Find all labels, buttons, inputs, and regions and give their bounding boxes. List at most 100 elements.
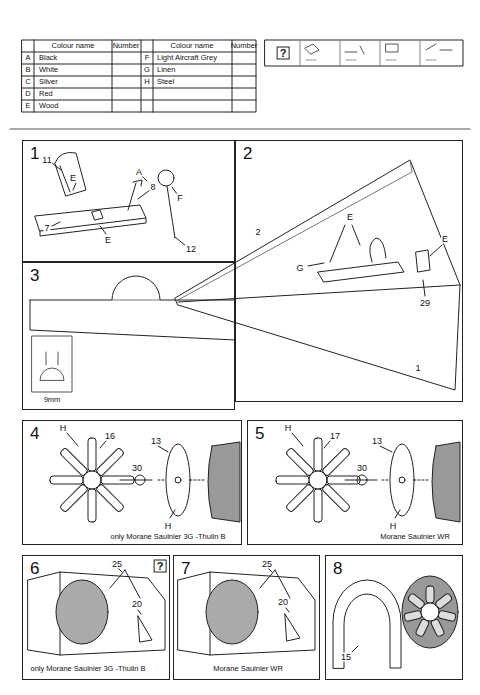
table-cell: A xyxy=(24,54,31,62)
fuselage-halves-stroke xyxy=(178,285,460,302)
step-panel: 3 xyxy=(22,262,235,410)
engine-cylinder xyxy=(314,489,322,522)
step-panel: 6 xyxy=(22,555,170,680)
callout-label: 25 xyxy=(111,560,123,569)
callout-label: 11 xyxy=(41,156,52,165)
fuselage-front-a-stroke xyxy=(138,616,152,642)
colour-table-stroke xyxy=(34,40,232,112)
table-cell: Steel xyxy=(156,78,175,86)
fuselage-side xyxy=(30,276,235,392)
table-header: Number xyxy=(112,42,141,50)
fuselage-halves-stroke xyxy=(416,250,430,272)
engine-cylinder xyxy=(59,484,88,513)
cockpit-parts-stroke xyxy=(35,205,146,231)
callout-label: 12 xyxy=(185,245,197,254)
callout-label: E xyxy=(441,235,449,244)
fuselage-front-b xyxy=(178,568,315,655)
callout-label: 30 xyxy=(356,464,368,473)
cockpit-parts-stroke xyxy=(158,170,174,186)
fuselage-front-b-stroke xyxy=(206,580,258,644)
engine-cylinder xyxy=(88,489,96,522)
callout-label: 8 xyxy=(149,183,156,192)
callout-label: A xyxy=(135,168,143,177)
fuselage-side-stroke xyxy=(30,276,235,340)
engine-assembly-b-stroke xyxy=(382,480,430,481)
callout-label: H xyxy=(59,424,68,433)
engine-cylinder xyxy=(285,447,314,476)
symbol-key-stroke xyxy=(306,60,436,61)
engine-assembly-b-stroke xyxy=(357,475,367,485)
fuselage-front-a-stroke xyxy=(110,570,140,598)
engine-assembly-a-stroke xyxy=(175,477,181,483)
cowling-assembly-stroke xyxy=(402,576,458,648)
table-cell: Red xyxy=(38,90,54,98)
step-panel: 1 xyxy=(22,140,235,262)
callout-label: H xyxy=(164,522,173,531)
table-cell: F xyxy=(144,54,151,62)
help-symbol: ? xyxy=(277,47,290,60)
table-cell: Linen xyxy=(156,66,176,74)
table-header: Colour name xyxy=(170,42,215,50)
fuselage-halves-stroke xyxy=(178,160,412,300)
fuselage-front-b-stroke xyxy=(178,572,315,655)
step-number: 2 xyxy=(236,141,252,162)
callout-label: 13 xyxy=(371,437,383,446)
radial-engine xyxy=(404,586,456,637)
fuselage-front-a xyxy=(28,568,165,655)
engine-assembly-a-stroke xyxy=(208,442,240,522)
callout-label: 17 xyxy=(329,432,341,441)
colour-table-stroke xyxy=(22,40,256,112)
engine-hub xyxy=(83,471,101,489)
engine-cylinder xyxy=(285,484,314,513)
engine-cylinder xyxy=(276,476,309,484)
step-number: 5 xyxy=(248,421,264,442)
table-cell: Light Aircraft Grey xyxy=(156,54,218,62)
engine-cylinder xyxy=(438,610,456,622)
fuselage-side-stroke xyxy=(40,352,64,380)
note-text: Morane Saulnier WR xyxy=(379,533,451,541)
callout-label: 2 xyxy=(254,228,261,237)
fuselage-halves-stroke xyxy=(308,225,442,296)
engine-assembly-b-stroke xyxy=(390,444,414,516)
table-cell: White xyxy=(38,66,59,74)
callout-label: 7 xyxy=(43,224,50,233)
engine-cylinder xyxy=(96,447,125,476)
step-number: 4 xyxy=(23,421,39,442)
table-cell: D xyxy=(24,90,31,98)
engine-cylinder xyxy=(322,484,351,513)
callout-label: 29 xyxy=(419,299,431,308)
cockpit-parts-stroke xyxy=(52,163,186,246)
cowling-assembly-stroke xyxy=(352,646,358,652)
cockpit-parts-stroke xyxy=(167,186,175,238)
table-cell: H xyxy=(143,78,150,86)
step-panel: 5 xyxy=(247,420,463,545)
page-divider xyxy=(10,129,470,130)
engine-assembly-a xyxy=(50,433,240,522)
callout-label: 13 xyxy=(150,437,162,446)
step-panel: 7 xyxy=(173,555,320,680)
step-number: 8 xyxy=(326,556,342,577)
callout-label: 20 xyxy=(277,598,289,607)
fuselage-side-stroke xyxy=(32,336,72,392)
table-cell: G xyxy=(143,66,151,74)
table-cell: Silver xyxy=(38,78,59,86)
fuselage-front-a-stroke xyxy=(56,580,108,644)
step-number: 1 xyxy=(23,141,39,162)
step-number: 7 xyxy=(174,556,190,577)
help-symbol: ? xyxy=(154,560,167,573)
callout-label: H xyxy=(389,522,398,531)
cockpit-parts-stroke xyxy=(128,180,142,210)
engine-assembly-b xyxy=(276,433,460,522)
note-text: Morane Saulnier WR xyxy=(212,665,284,673)
engine-assembly-a-stroke xyxy=(158,480,206,481)
fuselage-front-b-stroke xyxy=(268,568,289,612)
engine-assembly-b-stroke xyxy=(399,477,405,483)
callout-label: E xyxy=(346,213,354,222)
fuselage-front-b-stroke xyxy=(285,614,300,641)
engine-cylinder xyxy=(314,438,322,471)
table-cell: B xyxy=(24,66,31,74)
callout-label: 1 xyxy=(414,364,421,373)
callout-label: 15 xyxy=(340,653,352,662)
engine-cylinder xyxy=(426,586,434,603)
